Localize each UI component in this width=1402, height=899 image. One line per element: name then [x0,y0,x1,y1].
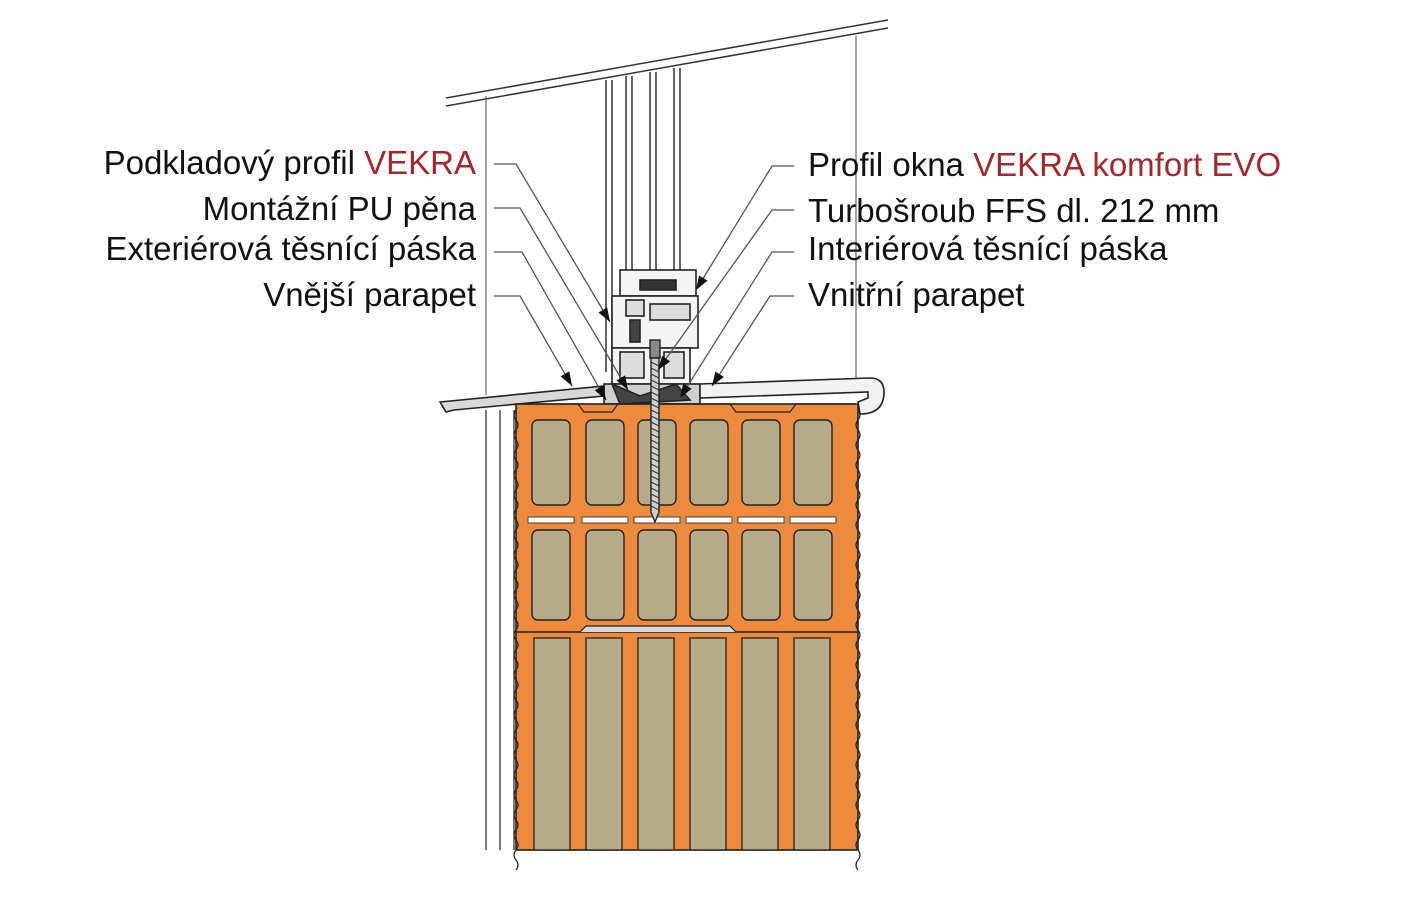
arrow-head [594,385,606,400]
insulation-cell [637,529,677,621]
insulation-strip [689,637,727,851]
insulation-cell [531,419,571,506]
leader-montazni-pu-pena [494,207,629,391]
leader-turbosroub [657,209,794,371]
exterior-sill [438,385,605,413]
insulation-cell [793,419,833,506]
label-podkladovy-profil: Podkladový profil VEKRA [103,144,476,181]
insulation-strip [741,637,779,851]
arrow-head [598,307,610,322]
leader-profil-okna [695,165,794,291]
label-vnitrni-parapet: Vnitřní parapet [808,276,1025,313]
arrow-head [680,383,692,398]
insulation-strip [793,637,831,851]
leader-interierova-paska [679,251,794,399]
mortar-joint [579,625,737,633]
joint-slot [527,516,575,524]
arrow-head [560,371,572,386]
arrow-head [616,375,628,390]
arrow-head [712,371,724,386]
joint-slot [789,516,837,524]
joint-slot [737,516,785,524]
leader-vnitrni-parapet [711,295,794,387]
insulation-cell [741,419,781,506]
insulation-cell [741,529,781,621]
insulation-cell [531,529,571,621]
arrow-head [658,355,671,370]
insulation-cell [793,529,833,621]
insulation-cell [585,419,625,506]
soffit-lines [445,19,889,107]
label-exterierova-tesnici-paska: Exteriérová těsnící páska [105,230,476,267]
block-edge-right [855,409,861,871]
joint-slot [685,516,733,524]
glazing-unit [605,68,681,372]
insulation-cell [585,529,625,621]
exterior-plaster [485,410,515,850]
insulation-strip [585,637,623,851]
label-profil-okna: Profil okna VEKRA komfort EVO [808,146,1282,183]
insulation-cell [689,419,729,506]
leader-podkladovy-profil [494,163,611,323]
insulation-cell [689,529,729,621]
arrow-head [696,275,708,290]
turbo-screw [649,339,661,524]
label-montazni-pu-pena: Montážní PU pěna [202,190,476,227]
insulation-strip [533,637,571,851]
leader-vnejsi-parapet [494,295,573,387]
arrow-heads [560,275,724,400]
mortar-bed [520,403,856,413]
masonry-blocks [513,403,861,871]
joint-slot [581,516,629,524]
leader-exterierova-paska [494,251,607,401]
label-turbosroub: Turbošroub FFS dl. 212 mm [808,192,1220,229]
label-vnejsi-parapet: Vnější parapet [263,276,476,313]
insulation-strip [637,637,675,851]
leader-lines [494,163,794,401]
label-interierova-tesnici-paska: Interiérová těsnící páska [808,230,1168,267]
reveal-lines [485,36,857,395]
block-edge-left [513,409,519,871]
